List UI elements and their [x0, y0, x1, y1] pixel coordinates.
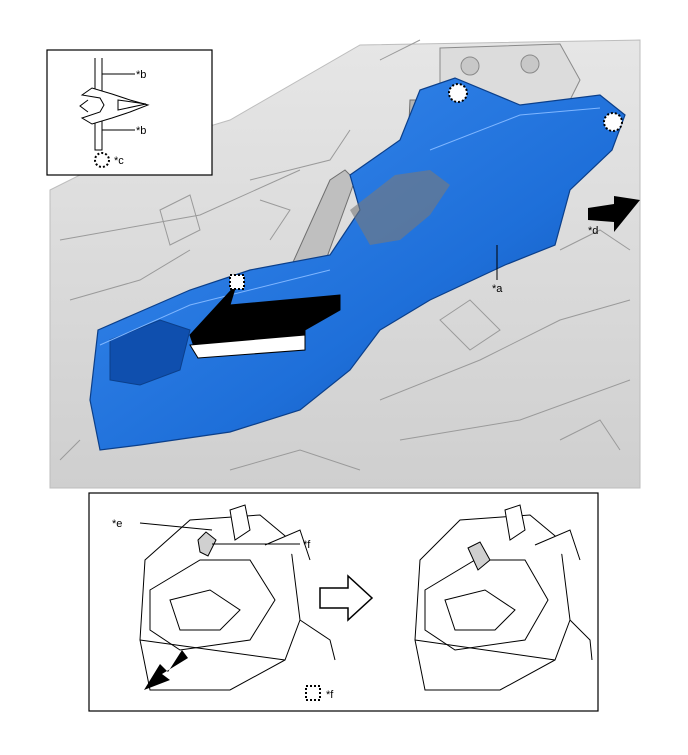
clip-icon — [79, 58, 150, 151]
console-edge-highlight — [99, 107, 601, 346]
label-f: *f — [303, 539, 311, 551]
vent-knob — [520, 54, 540, 74]
vent-knob — [460, 56, 480, 76]
label-d: *d — [588, 225, 598, 237]
claw-part-released — [467, 541, 491, 571]
console-opening — [350, 170, 450, 245]
removal-direction-arrow-face — [189, 334, 306, 359]
legend-label-f: *f — [326, 689, 334, 701]
label-b-top: *b — [136, 69, 146, 81]
label-e: *e — [112, 518, 122, 530]
claw-part — [197, 531, 217, 557]
transition-arrow — [319, 574, 374, 622]
label-a: *a — [492, 283, 503, 295]
clip-marker-icon — [448, 83, 468, 103]
after-view — [414, 504, 593, 691]
console-opening — [109, 319, 191, 386]
leader-line-e — [139, 522, 213, 531]
pull-direction-arrow — [144, 650, 188, 690]
detail-inset: *b *b *c — [46, 49, 213, 176]
claw-marker-icon — [229, 274, 245, 290]
push-direction-arrow — [588, 196, 640, 232]
sequence-panel: *e *f *f — [88, 492, 599, 712]
claw-legend-icon — [305, 685, 321, 701]
before-view — [139, 504, 336, 691]
label-b-bottom: *b — [136, 125, 146, 137]
legend-label-c: *c — [114, 155, 124, 167]
clip-marker-icon — [603, 112, 623, 132]
clip-legend-icon — [94, 152, 110, 168]
